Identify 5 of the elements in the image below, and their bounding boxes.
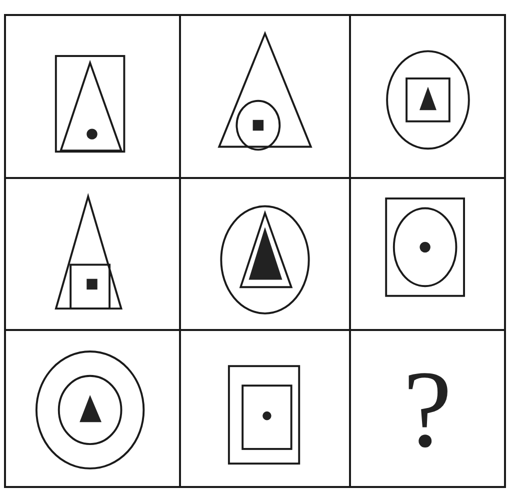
puzzle-cell [349,14,506,179]
puzzle-cell [4,14,181,179]
puzzle-cell [4,329,181,488]
question-mark: ? [403,354,452,464]
puzzle-cell [349,329,506,488]
